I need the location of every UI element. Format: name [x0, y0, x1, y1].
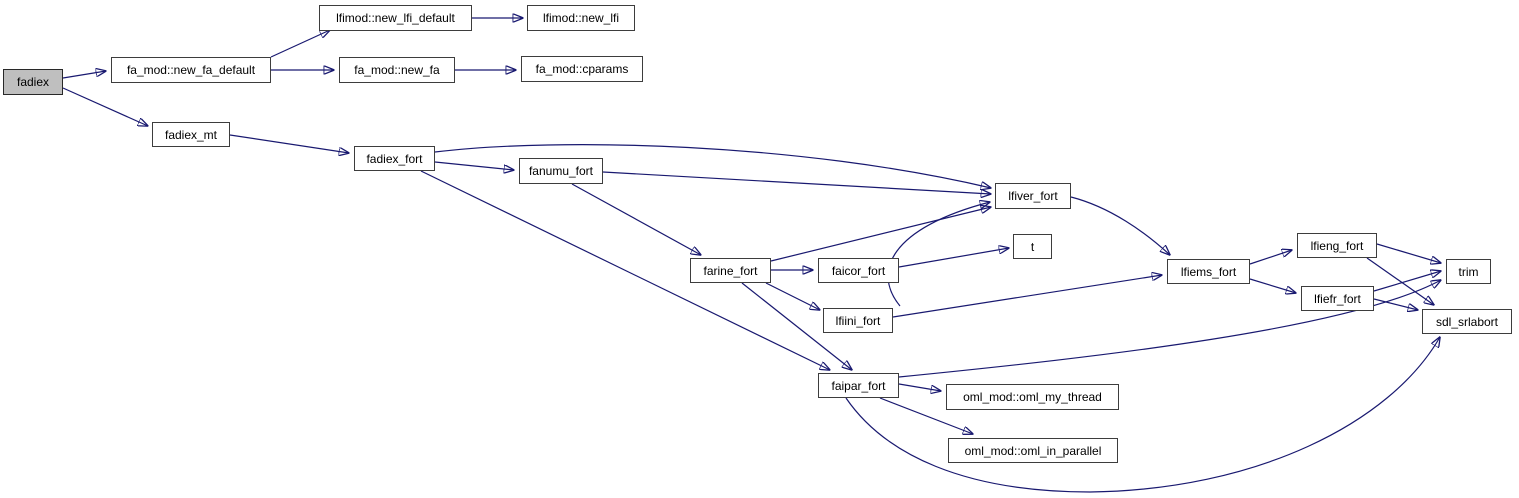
node-oml_mod-oml_my_thread[interactable]: oml_mod::oml_my_thread [946, 384, 1119, 410]
node-fadiex: fadiex [3, 69, 63, 95]
edge-fanumu_fort-to-farine_fort [571, 183, 701, 255]
edge-lfieng_fort-to-sdl_srlabort [1366, 257, 1434, 305]
node-fadiex_fort[interactable]: fadiex_fort [354, 146, 435, 171]
edge-lfiefr_fort-to-trim [1373, 271, 1441, 292]
node-lfimod-new_lfi_default[interactable]: lfimod::new_lfi_default [319, 5, 472, 31]
edge-fadiex_fort-to-lfiver_fort [434, 144, 991, 188]
edge-faipar_fort-to-oml_mod-oml_in_parallel [879, 397, 973, 434]
edge-fadiex-to-fa_mod-new_fa_default [62, 71, 106, 79]
node-faipar_fort[interactable]: faipar_fort [818, 373, 899, 398]
node-faicor_fort[interactable]: faicor_fort [818, 258, 899, 283]
node-fa_mod-new_fa[interactable]: fa_mod::new_fa [339, 57, 455, 83]
node-lfieng_fort[interactable]: lfieng_fort [1297, 233, 1377, 258]
edge-faipar_fort-to-trim [898, 280, 1441, 378]
edge-fanumu_fort-to-lfiver_fort [602, 171, 991, 194]
edge-fadiex_fort-to-fanumu_fort [434, 161, 514, 170]
node-lfiini_fort[interactable]: lfiini_fort [823, 308, 893, 333]
edge-lfiems_fort-to-lfieng_fort [1249, 250, 1292, 265]
edge-lfiefr_fort-to-sdl_srlabort [1373, 298, 1418, 310]
edge-farine_fort-to-faipar_fort [741, 282, 852, 370]
edge-fadiex_mt-to-fadiex_fort [229, 134, 349, 153]
edge-farine_fort-to-lfiini_fort [765, 282, 820, 310]
node-fanumu_fort[interactable]: fanumu_fort [519, 158, 603, 184]
node-lfiver_fort[interactable]: lfiver_fort [995, 183, 1071, 209]
node-fadiex_mt[interactable]: fadiex_mt [152, 122, 230, 147]
node-sdl_srlabort[interactable]: sdl_srlabort [1422, 309, 1512, 334]
edge-lfiver_fort-to-lfiems_fort [1070, 196, 1170, 255]
edge-fadiex-to-fadiex_mt [62, 87, 148, 126]
edge-fa_mod-new_fa_default-to-lfimod-new_lfi_default [270, 30, 330, 58]
node-farine_fort[interactable]: farine_fort [690, 258, 771, 283]
edge-faipar_fort-to-oml_mod-oml_my_thread [898, 383, 941, 391]
node-oml_mod-oml_in_parallel[interactable]: oml_mod::oml_in_parallel [948, 438, 1118, 463]
node-fa_mod-new_fa_default[interactable]: fa_mod::new_fa_default [111, 57, 271, 83]
edge-faicor_fort-to-t [898, 248, 1009, 268]
node-trim[interactable]: trim [1446, 259, 1491, 284]
node-lfimod-new_lfi[interactable]: lfimod::new_lfi [527, 5, 635, 31]
node-t[interactable]: t [1013, 234, 1052, 259]
edge-lfiems_fort-to-lfiefr_fort [1249, 278, 1296, 293]
edge-lfieng_fort-to-trim [1376, 243, 1441, 263]
node-lfiefr_fort[interactable]: lfiefr_fort [1301, 286, 1374, 311]
edge-lfiini_fort-to-lfiems_fort [892, 275, 1162, 318]
node-lfiems_fort[interactable]: lfiems_fort [1167, 259, 1250, 284]
node-fa_mod-cparams[interactable]: fa_mod::cparams [521, 56, 643, 82]
edge-farine_fort-to-lfiver_fort [770, 207, 991, 262]
edge-faipar_fort-to-sdl_srlabort [845, 337, 1440, 493]
edge-lfiini_fort-to-lfiver_fort [887, 202, 990, 307]
edge-fadiex_fort-to-faipar_fort [420, 170, 830, 370]
